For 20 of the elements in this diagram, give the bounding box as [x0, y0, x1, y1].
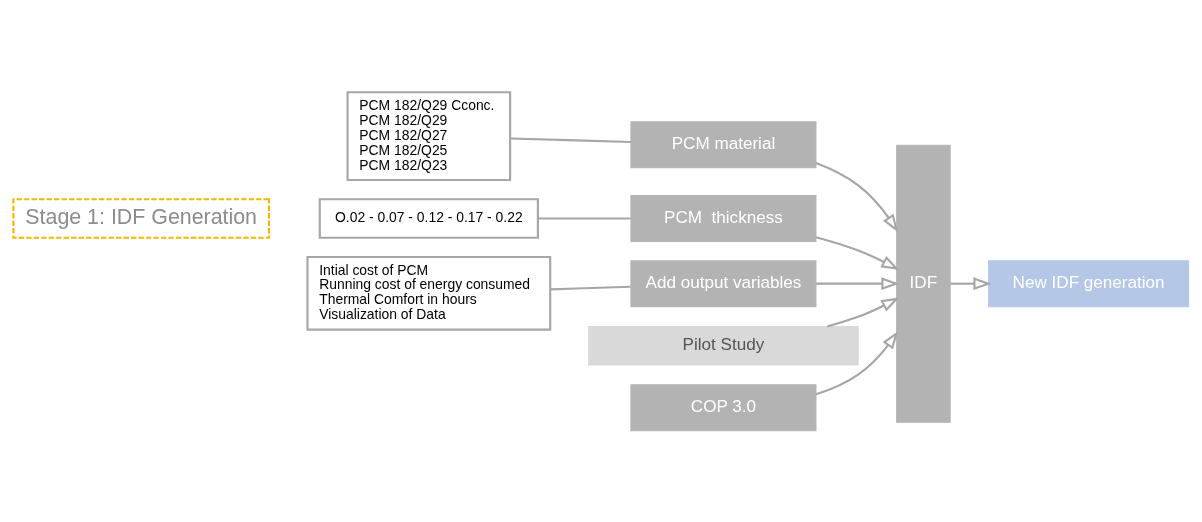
node-box: IDF — [896, 144, 951, 423]
arrow — [815, 330, 899, 395]
node-box: Add output variables — [630, 259, 817, 307]
node-box: PCM 182/Q29 Cconc. PCM 182/Q29 PCM 182/Q27 PCM 182/Q25 PCM 182/Q23 — [346, 90, 512, 181]
node-box: PCM thickness — [630, 194, 817, 242]
connector — [510, 136, 631, 143]
arrow — [827, 297, 900, 327]
arrow — [816, 276, 900, 290]
node-box: Pilot Study — [588, 325, 859, 365]
node-box: COP 3.0 — [630, 383, 817, 431]
connector — [550, 285, 631, 290]
node-box: O.02 - 0.07 - 0.12 - 0.17 - 0.22 — [318, 197, 539, 239]
arrow — [950, 276, 992, 290]
node-box: Stage 1: IDF Generation — [12, 197, 271, 239]
node-box: New IDF generation — [988, 259, 1190, 307]
node-box: PCM material — [630, 120, 817, 168]
connector — [537, 216, 631, 220]
node-box: Intial cost of PCM Running cost of energy consumed Thermal Comfort in hours Visualization of Data — [306, 255, 552, 331]
arrow — [815, 235, 900, 270]
arrow — [815, 161, 899, 232]
